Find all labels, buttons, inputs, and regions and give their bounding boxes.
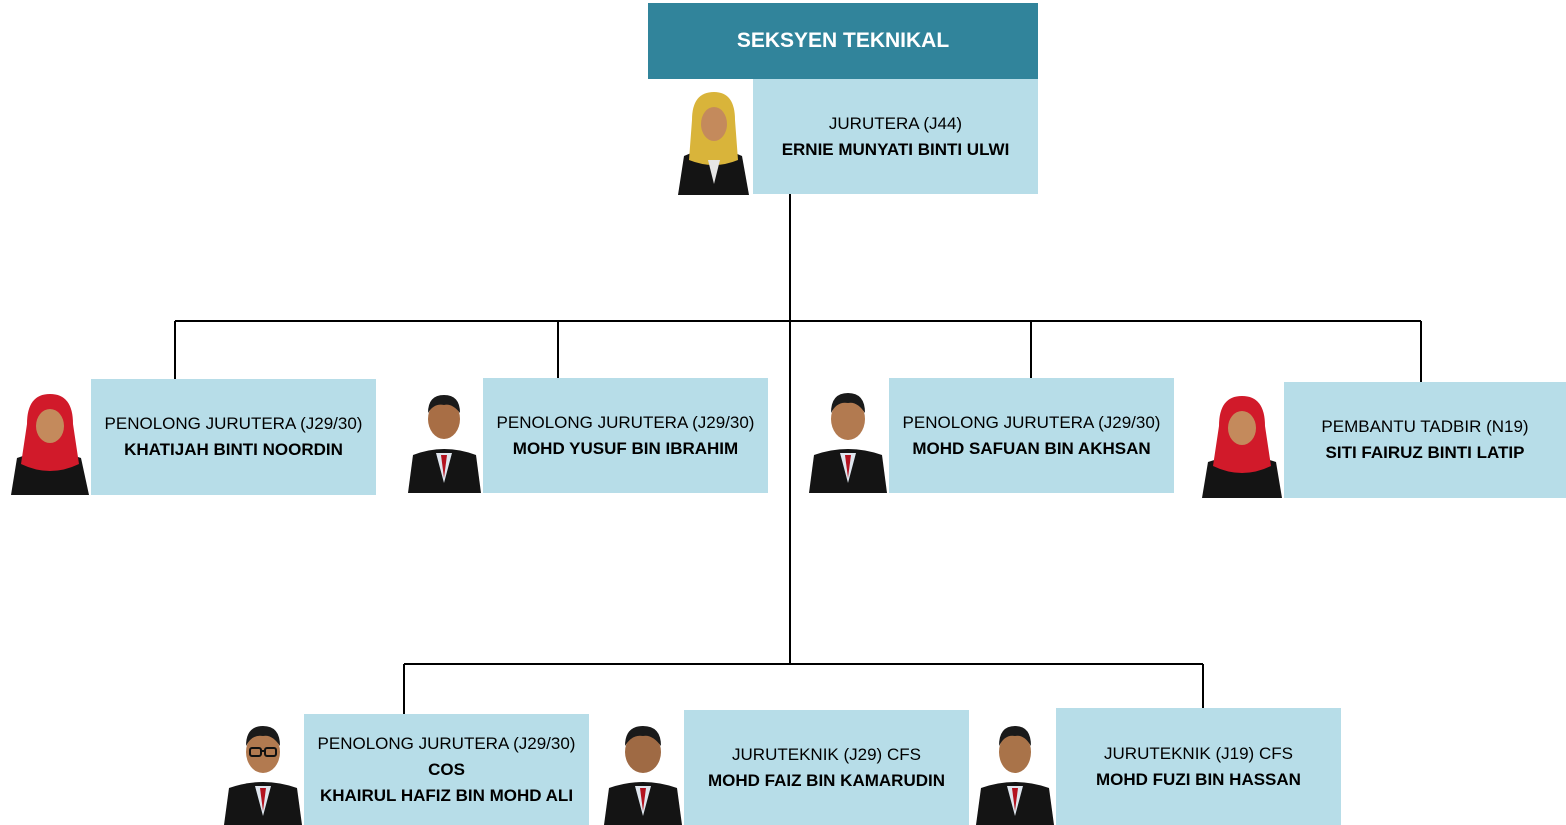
level2-name-2: MOHD YUSUF BIN IBRAHIM [512, 438, 739, 458]
portrait-man-icon [602, 716, 684, 825]
portrait-woman-red-tudung-icon [1200, 390, 1284, 498]
portrait-man-icon [974, 716, 1056, 825]
level2-title-2: PENOLONG JURUTERA (J29/30) [496, 412, 755, 432]
portrait-woman-red-tudung-icon [9, 388, 91, 495]
level3-subtitle-1: COS [428, 759, 465, 779]
level3-name-3: MOHD FUZI BIN HASSAN [1096, 769, 1301, 789]
level2-name-3: MOHD SAFUAN BIN AKHSAN [912, 438, 1151, 458]
level3-title-2: JURUTEKNIK (J29) CFS [732, 744, 921, 764]
level3-card-1: PENOLONG JURUTERA (J29/30) COS KHAIRUL H… [304, 714, 589, 825]
level2-card-2: PENOLONG JURUTERA (J29/30) MOHD YUSUF BI… [483, 378, 768, 493]
level3-name-2: MOHD FAIZ BIN KAMARUDIN [707, 770, 946, 790]
level3-title-1: PENOLONG JURUTERA (J29/30) [317, 733, 576, 753]
level2-card-3: PENOLONG JURUTERA (J29/30) MOHD SAFUAN B… [889, 378, 1174, 493]
head-title: JURUTERA (J44) [828, 113, 963, 133]
portrait-man-glasses-icon [222, 718, 304, 825]
level2-title-1: PENOLONG JURUTERA (J29/30) [104, 414, 363, 433]
level2-card-1: PENOLONG JURUTERA (J29/30) KHATIJAH BINT… [91, 379, 376, 495]
level2-name-4: SITI FAIRUZ BINTI LATIP [1325, 443, 1525, 462]
head-name: ERNIE MUNYATI BINTI ULWI [781, 139, 1010, 159]
level2-card-4: PEMBANTU TADBIR (N19) SITI FAIRUZ BINTI … [1284, 382, 1566, 498]
level2-title-3: PENOLONG JURUTERA (J29/30) [902, 412, 1161, 432]
portrait-man-icon [807, 383, 889, 493]
chart-title: SEKSYEN TEKNIKAL [648, 3, 1038, 79]
portrait-man-icon [406, 383, 483, 493]
head-card: JURUTERA (J44) ERNIE MUNYATI BINTI ULWI [753, 79, 1038, 194]
level3-card-3: JURUTEKNIK (J19) CFS MOHD FUZI BIN HASSA… [1056, 708, 1341, 825]
level3-title-3: JURUTEKNIK (J19) CFS [1104, 743, 1293, 763]
level2-title-4: PEMBANTU TADBIR (N19) [1321, 417, 1529, 436]
level3-card-2: JURUTEKNIK (J29) CFS MOHD FAIZ BIN KAMAR… [684, 710, 969, 825]
portrait-woman-yellow-tudung-icon [674, 86, 753, 195]
level3-name-1: KHAIRUL HAFIZ BIN MOHD ALI [319, 785, 574, 805]
level2-name-1: KHATIJAH BINTI NOORDIN [124, 440, 343, 459]
